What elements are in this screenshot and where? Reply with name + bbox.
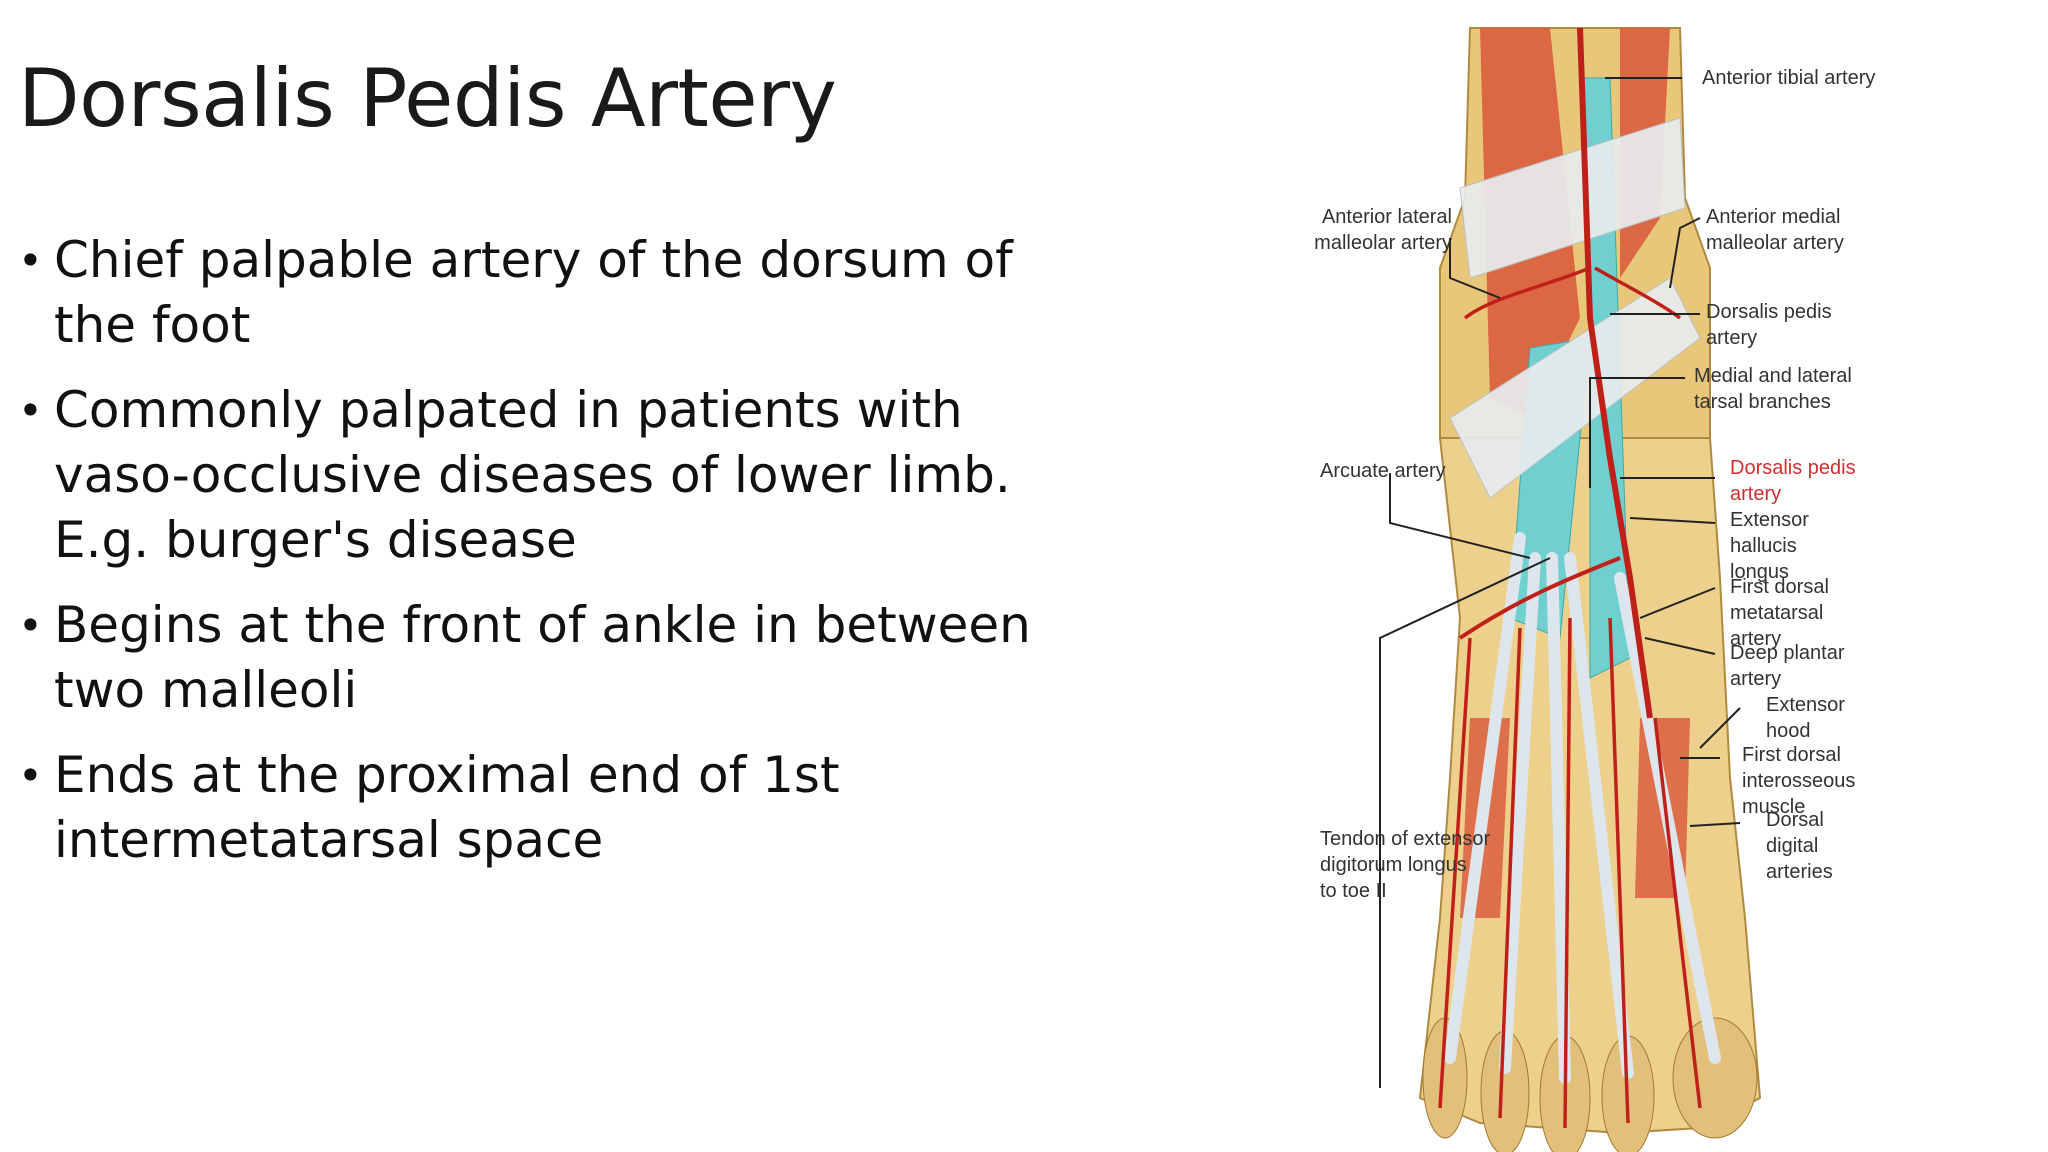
inferior-extensor-retinaculum bbox=[1449, 277, 1701, 499]
bullet-marker: • bbox=[18, 601, 43, 650]
label-medial-lateral-tarsal-branches: Medial and lateral tarsal branches bbox=[1694, 365, 1852, 413]
bullet-item: • Begins at the front of ankle in betwee… bbox=[18, 593, 1038, 723]
bullet-marker: • bbox=[18, 236, 43, 285]
label-tendon-extensor-digitorum: Tendon of extensor digitorum longus to t… bbox=[1320, 828, 1491, 902]
label-dorsal-digital-arteries: Dorsal digital arteries bbox=[1766, 809, 1833, 883]
superior-extensor-retinaculum bbox=[1459, 117, 1686, 279]
label-anterior-tibial-artery: Anterior tibial artery bbox=[1702, 67, 1876, 89]
label-arcuate-artery: Arcuate artery bbox=[1320, 460, 1446, 482]
bullet-text: Ends at the proximal end of 1st intermet… bbox=[54, 746, 840, 869]
foot-anatomy-figure: Anterior tibial artery Anterior lateral … bbox=[1290, 18, 1990, 1152]
label-dorsalis-pedis-artery-upper: Dorsalis pedis artery bbox=[1706, 301, 1832, 349]
bullet-item: • Commonly palpated in patients with vas… bbox=[18, 378, 1038, 573]
bullet-text: Chief palpable artery of the dorsum of t… bbox=[54, 231, 1013, 354]
foot-anatomy-illustration bbox=[1379, 27, 1762, 1152]
leader-lines bbox=[1379, 77, 1741, 1088]
label-extensor-hood: Extensor hood bbox=[1766, 694, 1845, 742]
bullet-marker: • bbox=[18, 751, 43, 800]
bullet-text: Commonly palpated in patients with vaso-… bbox=[54, 381, 1011, 569]
label-first-dorsal-interosseous-muscle: First dorsal interosseous muscle bbox=[1742, 744, 1856, 818]
label-anterior-lateral-malleolar-artery: Anterior lateral malleolar artery bbox=[1314, 206, 1452, 254]
extensor-tendons bbox=[1444, 532, 1721, 1084]
digital-arteries bbox=[1438, 617, 1702, 1129]
bullet-list: • Chief palpable artery of the dorsum of… bbox=[18, 228, 1038, 893]
slide-title: Dorsalis Pedis Artery bbox=[18, 52, 837, 145]
bullet-item: • Chief palpable artery of the dorsum of… bbox=[18, 228, 1038, 358]
label-anterior-medial-malleolar-artery: Anterior medial malleolar artery bbox=[1706, 206, 1844, 254]
bullet-item: • Ends at the proximal end of 1st interm… bbox=[18, 743, 1038, 873]
bullet-marker: • bbox=[18, 386, 43, 435]
bullet-text: Begins at the front of ankle in between … bbox=[54, 596, 1031, 719]
anterior-tibial-artery bbox=[1577, 27, 1653, 719]
label-dorsalis-pedis-artery-highlight: Dorsalis pedis artery bbox=[1730, 457, 1856, 505]
label-extensor-hallucis-longus: Extensor hallucis longus bbox=[1730, 509, 1809, 583]
arcuate-artery bbox=[1458, 556, 1621, 640]
label-deep-plantar-artery: Deep plantar artery bbox=[1730, 642, 1845, 690]
label-first-dorsal-metatarsal-artery: First dorsal metatarsal artery bbox=[1730, 576, 1829, 650]
